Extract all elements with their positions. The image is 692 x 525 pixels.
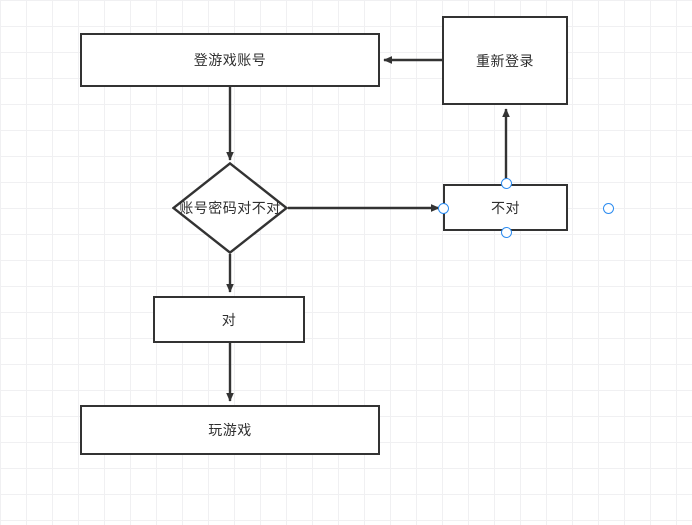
node-correct[interactable]: 对 [153,296,305,343]
handle-right[interactable] [602,202,614,214]
handle-top[interactable] [500,177,512,189]
node-login-account[interactable]: 登游戏账号 [80,33,380,87]
node-label: 不对 [491,199,520,216]
node-label: 对 [221,311,237,328]
handle-bottom[interactable] [500,226,512,238]
node-label: 登游戏账号 [193,52,267,68]
handle-left[interactable] [437,202,449,214]
node-label: 账号密码对不对 [179,199,281,216]
node-label: 玩游戏 [208,422,252,438]
node-label: 重新登录 [476,52,534,69]
diamond-shape [172,162,288,254]
node-play-game[interactable]: 玩游戏 [80,405,380,455]
node-check-credentials[interactable]: 账号密码对不对 [172,162,288,254]
node-relogin[interactable]: 重新登录 [442,16,568,105]
node-wrong[interactable]: 不对 [443,184,568,231]
